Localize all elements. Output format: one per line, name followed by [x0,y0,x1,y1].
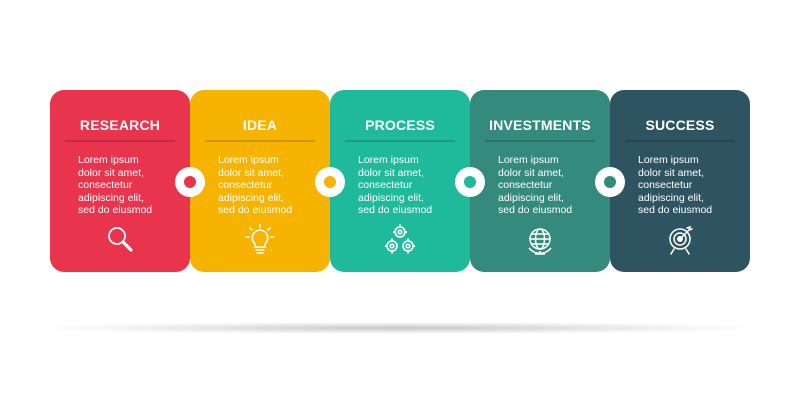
globe-icon [523,223,557,257]
lightbulb-icon [243,223,277,257]
step-body: Lorem ipsum dolor sit amet, consectetur … [498,154,573,216]
step-body: Lorem ipsum dolor sit amet, consectetur … [78,154,153,216]
connector-dot [184,176,196,188]
gears-icon [383,223,417,257]
connector-3 [455,167,485,197]
target-icon [663,223,697,257]
connector-1 [175,167,205,197]
divider [485,140,595,142]
step-body: Lorem ipsum dolor sit amet, consectetur … [638,154,713,216]
floor-shadow [45,322,755,334]
magnifier-icon [103,223,137,257]
divider [65,140,175,142]
step-body: Lorem ipsum dolor sit amet, consectetur … [358,154,433,216]
step-title: PROCESS [365,117,435,133]
step-process: PROCESS Lorem ipsum dolor sit amet, cons… [330,90,470,272]
divider [625,140,735,142]
step-success: SUCCESS Lorem ipsum dolor sit amet, cons… [610,90,750,272]
divider [205,140,315,142]
step-title: SUCCESS [645,117,715,133]
connector-dot [324,176,336,188]
step-title: INVESTMENTS [489,117,591,133]
step-research: RESEARCH Lorem ipsum dolor sit amet, con… [50,90,190,272]
connector-dot [604,176,616,188]
connector-2 [315,167,345,197]
connector-4 [595,167,625,197]
step-idea: IDEA Lorem ipsum dolor sit amet, consect… [190,90,330,272]
step-title: IDEA [242,117,278,133]
divider [345,140,455,142]
step-body: Lorem ipsum dolor sit amet, consectetur … [218,154,293,216]
connector-dot [464,176,476,188]
step-investments: INVESTMENTS Lorem ipsum dolor sit amet, … [470,90,610,272]
step-title: RESEARCH [79,117,161,133]
